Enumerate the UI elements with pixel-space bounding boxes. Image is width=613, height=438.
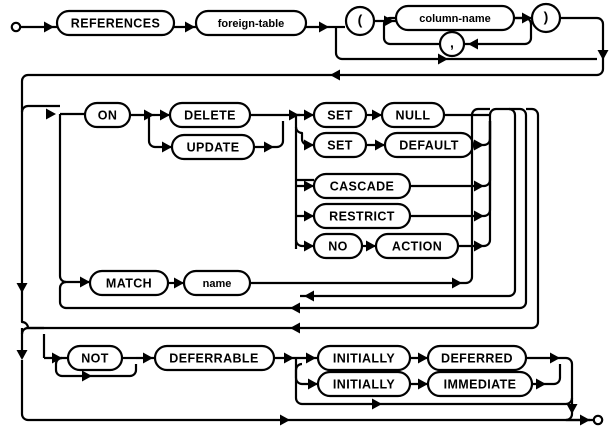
label-foreign-table: foreign-table	[218, 18, 285, 30]
track-section2-repeat	[58, 107, 528, 310]
track-bypass-not	[54, 356, 138, 378]
arrow-head	[174, 277, 184, 289]
arrow-head	[372, 109, 382, 121]
label-immediate: IMMEDIATE	[444, 377, 517, 391]
track-split-to-match	[58, 114, 90, 284]
arrow-head	[566, 404, 578, 414]
start-endpoint	[10, 21, 22, 33]
arrow-head	[304, 109, 314, 121]
arrow-head	[304, 210, 314, 222]
arrow-head	[474, 210, 484, 222]
arrow-head	[280, 414, 290, 426]
arrow-head	[308, 378, 318, 390]
arrow-head	[304, 240, 314, 252]
arrow-head	[418, 378, 428, 390]
arrow-head	[580, 414, 590, 426]
arrow-head	[474, 240, 484, 252]
arrow-head	[304, 290, 314, 302]
arrow-head	[597, 50, 609, 60]
arrow-head	[143, 352, 153, 364]
track-match-merge	[250, 107, 490, 285]
arrow-head	[375, 139, 385, 151]
label-cascade: CASCADE	[330, 179, 395, 193]
label-initially-2: INITIALLY	[333, 377, 395, 391]
track-wrap-row2-to-row3	[20, 107, 540, 330]
label-column-name: column-name	[419, 13, 491, 25]
label-rparen: )	[544, 9, 549, 25]
label-update: UPDATE	[187, 140, 240, 154]
arrow-head	[304, 139, 314, 151]
track-bypass-columns	[334, 27, 566, 61]
track-bypass-final-join	[452, 397, 574, 406]
arrow-head	[16, 350, 28, 360]
label-match: MATCH	[106, 276, 152, 290]
arrow-head	[468, 38, 478, 50]
arrow-head	[418, 352, 428, 364]
arrow-head	[46, 108, 56, 120]
arrow-head	[185, 21, 195, 33]
track-rparen-down	[560, 16, 605, 60]
label-deferrable: DEFERRABLE	[169, 351, 258, 365]
track-wrap-row1-to-row2	[20, 60, 605, 112]
label-deferred: DEFERRED	[441, 351, 513, 365]
arrow-head	[82, 370, 92, 382]
label-initially-1: INITIALLY	[333, 351, 395, 365]
label-no: NO	[328, 239, 348, 253]
arrow-head	[306, 352, 316, 364]
arrow-head	[289, 109, 299, 121]
arrow-head	[319, 21, 329, 33]
arrow-head	[474, 139, 484, 151]
arrow-head	[366, 240, 376, 252]
track-to-initially-2	[294, 362, 318, 386]
arrow-head	[452, 277, 462, 289]
arrow-head	[474, 180, 484, 192]
arrow-head	[16, 283, 28, 293]
track-update-merge	[254, 121, 285, 149]
arrow-head	[160, 109, 170, 121]
arrow-head	[438, 53, 448, 65]
arrow-head	[330, 69, 340, 81]
arrow-head	[536, 378, 546, 390]
label-default: DEFAULT	[399, 138, 459, 152]
label-name: name	[203, 278, 232, 290]
label-null: NULL	[396, 108, 431, 122]
arrow-head	[52, 352, 62, 364]
label-not: NOT	[81, 351, 109, 365]
track-action-merge	[458, 121, 492, 248]
track-section3-entry	[20, 326, 44, 335]
node-references	[55, 9, 176, 37]
label-on: ON	[98, 108, 118, 122]
track-branch-to-update	[147, 115, 172, 149]
arrow-head	[162, 141, 172, 153]
label-set-2: SET	[327, 138, 353, 152]
node-foreign-table	[194, 9, 308, 37]
arrow-head	[44, 21, 54, 33]
track-immediate-merge	[532, 364, 562, 386]
track-bypass-initially	[294, 358, 452, 406]
arrow-head	[80, 276, 90, 288]
arrow-head	[290, 302, 300, 314]
end-endpoint	[592, 414, 604, 426]
label-references: REFERENCES	[71, 16, 160, 30]
track-section2-entry	[20, 104, 60, 113]
label-lparen: (	[358, 12, 363, 28]
label-restrict: RESTRICT	[329, 209, 395, 223]
track-comma-loop-left	[382, 16, 440, 46]
arrow-head	[264, 141, 274, 153]
arrow-head	[284, 352, 294, 364]
label-comma: ,	[450, 35, 454, 51]
arrow-head	[372, 398, 382, 410]
arrow-head	[522, 12, 532, 24]
label-set-1: SET	[327, 108, 353, 122]
arrow-head	[290, 322, 300, 334]
track-action-loop-back	[300, 107, 517, 298]
label-action: ACTION	[392, 239, 442, 253]
track-section3-bypass	[20, 360, 572, 422]
label-delete: DELETE	[184, 108, 236, 122]
arrow-head	[550, 352, 560, 364]
track-to-no	[294, 239, 314, 248]
